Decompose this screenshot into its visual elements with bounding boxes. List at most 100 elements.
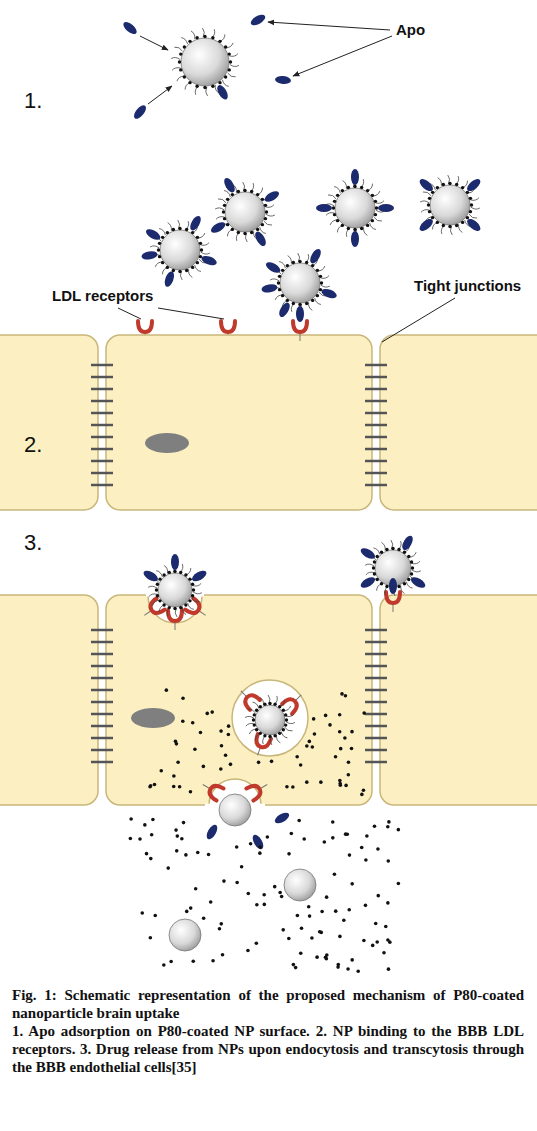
- receptor-cup: [207, 783, 224, 801]
- caption-body: 1. Apo adsorption on P80-coated NP surfa…: [12, 1022, 524, 1076]
- surfactant-dot: [157, 248, 160, 251]
- surfactant-dot: [353, 185, 356, 188]
- drug-dot: [185, 910, 189, 914]
- surfactant-dot: [286, 264, 289, 267]
- nanoparticle: [169, 919, 201, 951]
- nanoparticle-core: [219, 794, 251, 826]
- p80-chain: [230, 64, 239, 66]
- p80-chain: [334, 187, 340, 193]
- junction-bar: [365, 725, 387, 728]
- surfactant-dot: [183, 45, 186, 48]
- drug-dot: [387, 820, 391, 824]
- ldl-receptor: [282, 690, 306, 714]
- panel-number: 1.: [24, 88, 42, 114]
- surfactant-dot: [250, 231, 253, 234]
- drug-dot: [153, 783, 157, 787]
- nanoparticle-core: [255, 705, 285, 735]
- drug-dot: [222, 879, 226, 883]
- drug-dot: [281, 928, 285, 932]
- drug-dot: [149, 936, 153, 940]
- surfactant-dot: [298, 303, 301, 306]
- drug-dot: [162, 963, 166, 967]
- surfactant-dot: [184, 603, 187, 606]
- surfactant-dot: [178, 270, 181, 273]
- surfactant-dot: [168, 606, 171, 609]
- drug-dot: [362, 711, 366, 715]
- drug-dot: [270, 760, 274, 764]
- surfactant-dot: [278, 705, 281, 708]
- drug-dot: [150, 833, 154, 837]
- surfactant-dot: [311, 299, 314, 302]
- panel-number: 2.: [24, 432, 42, 458]
- drug-dot: [325, 957, 329, 961]
- drug-dot: [300, 926, 304, 930]
- surfactant-dot: [281, 269, 284, 272]
- drug-dot: [172, 774, 176, 778]
- surfactant-dot: [192, 588, 195, 591]
- drug-dot: [258, 851, 262, 855]
- drug-dot: [299, 951, 303, 955]
- leader-line: [293, 36, 392, 76]
- drug-dot: [210, 710, 214, 714]
- surfactant-dot: [298, 260, 301, 263]
- drug-dot: [313, 732, 317, 736]
- surfactant-dot: [200, 248, 203, 251]
- junction-bar: [91, 484, 113, 487]
- surfactant-dot: [188, 577, 191, 580]
- surfactant-dot: [183, 75, 186, 78]
- surfactant-dot: [223, 217, 226, 220]
- drug-dot: [246, 949, 250, 953]
- drug-dot: [227, 724, 231, 728]
- junction-bar: [91, 472, 113, 475]
- drug-dot: [305, 744, 309, 748]
- junction-bar: [365, 376, 387, 379]
- surfactant-dot: [380, 582, 383, 585]
- endothelial-cell-layer: [0, 595, 537, 805]
- panel-binding: [138, 169, 482, 341]
- surfactant-dot: [166, 266, 169, 269]
- drug-dot: [376, 894, 380, 898]
- surfactant-dot: [428, 210, 431, 213]
- junction-bar: [365, 629, 387, 632]
- p80-chain: [315, 298, 321, 304]
- surfactant-dot: [278, 275, 281, 278]
- surfactant-dot: [403, 582, 406, 585]
- surfactant-dot: [316, 294, 319, 297]
- drug-dot: [347, 760, 351, 764]
- nanoparticle-core: [169, 919, 201, 951]
- surfactant-dot: [347, 227, 350, 230]
- drug-dot: [350, 882, 354, 886]
- drug-dot: [219, 922, 223, 926]
- nanoparticle-core: [284, 869, 316, 901]
- surfactant-dot: [168, 571, 171, 574]
- drug-dot: [255, 941, 259, 945]
- drug-dot: [308, 914, 312, 918]
- surfactant-dot: [218, 40, 221, 43]
- drug-dot: [159, 769, 163, 773]
- drug-dot: [364, 858, 368, 862]
- drug-dot: [350, 747, 354, 751]
- panel-transcytosis: [129, 534, 427, 973]
- p80-chain: [224, 191, 230, 197]
- drug-dot: [174, 828, 178, 832]
- surfactant-dot: [222, 210, 225, 213]
- p80-chain: [373, 548, 379, 554]
- apo-protein: [253, 230, 268, 248]
- nanoparticle-core: [335, 188, 375, 228]
- apo-protein: [273, 811, 291, 826]
- drug-dot: [331, 836, 335, 840]
- surfactant-dot: [253, 713, 256, 716]
- drug-dot: [331, 820, 335, 824]
- surfactant-dot: [403, 551, 406, 554]
- surfactant-dot: [436, 221, 439, 224]
- surfactant-dot: [173, 607, 176, 610]
- drug-dot: [360, 793, 364, 797]
- nanoparticle-core: [430, 185, 470, 225]
- apo-protein: [316, 204, 332, 212]
- nanoparticle-core: [158, 573, 192, 607]
- p80-chain: [182, 606, 186, 614]
- surfactant-dot: [305, 261, 308, 264]
- drug-dot: [143, 823, 147, 827]
- drug-dot: [308, 740, 312, 744]
- apo-protein: [465, 217, 482, 233]
